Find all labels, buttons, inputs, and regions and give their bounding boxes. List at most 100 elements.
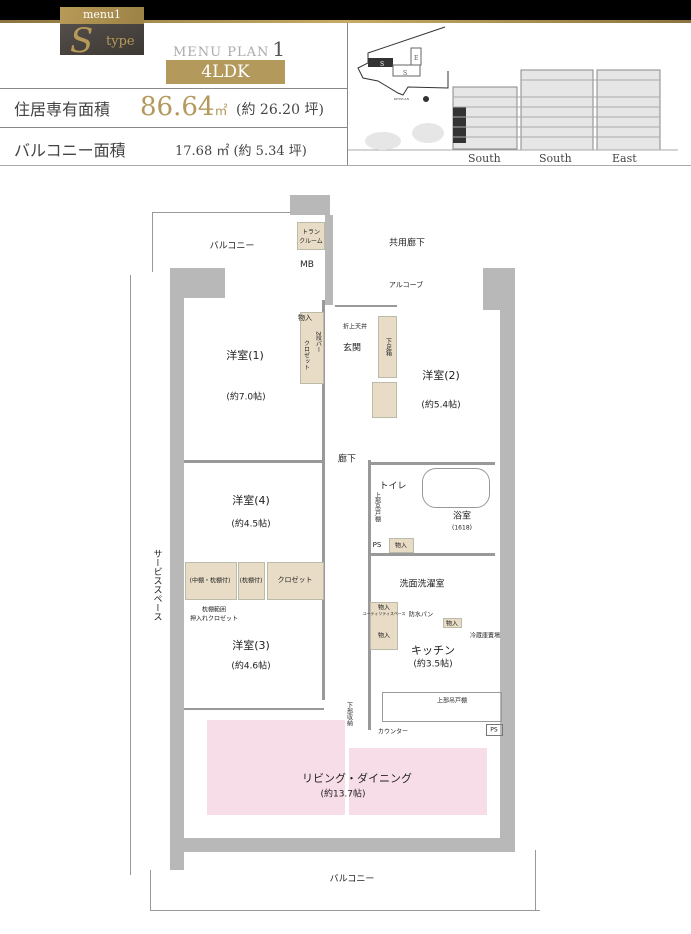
keyplan-building-s-highlight: [368, 58, 393, 67]
label-room4-size: (約4.5帖): [231, 519, 271, 530]
closet-room4: [267, 562, 324, 600]
label-room3: 洋室(3): [232, 639, 270, 652]
shoe-box: [378, 316, 397, 378]
label-ld-size: (約13.7帖): [320, 789, 366, 800]
label-kitchen-size: (約3.5帖): [413, 659, 453, 670]
elevation-building: [596, 69, 661, 151]
keyplan-e: E: [414, 55, 418, 62]
keyplan-s2: S: [403, 70, 407, 77]
label-shoe-box: 下足箱: [384, 338, 392, 356]
label-raised-ceiling: 折上天井: [342, 323, 368, 331]
direction-3: East: [612, 152, 637, 165]
divider: [0, 127, 347, 128]
label-fridge: 冷蔵庫置場: [469, 632, 501, 640]
living-area-value: 86.64㎡: [140, 92, 228, 122]
label-storage-bath: 物入: [394, 542, 408, 550]
closet-room1: [300, 312, 324, 384]
label-closet-room4: クロゼット: [277, 576, 313, 584]
label-shared-corridor: 共用廊下: [388, 238, 426, 249]
label-room2: 洋室(2): [422, 369, 460, 382]
ps-box: [486, 724, 503, 736]
elevation-unit-highlight: [453, 107, 466, 143]
label-oshiire-closet: 押入れクロゼット: [189, 615, 239, 623]
label-entrance: 玄関: [342, 343, 362, 354]
storage-utility: [370, 602, 398, 650]
label-bath: 浴室: [452, 511, 472, 522]
badge-letter: S: [70, 21, 94, 55]
label-balcony-top: バルコニー: [209, 241, 255, 252]
label-upper-shelf: 上部吊戸棚: [373, 492, 381, 522]
ld-highlight: [349, 748, 487, 815]
label-counter: カウンター: [377, 728, 409, 736]
type-badge: menu1 S type: [60, 7, 144, 55]
column: [170, 268, 225, 298]
label-washroom: 洗面洗濯室: [399, 579, 445, 590]
label-room1: 洋室(1): [226, 349, 264, 362]
label-utility: ユーティリティスペース: [362, 611, 406, 616]
label-lower-storage: 下部収納: [345, 702, 353, 726]
badge-type: type: [106, 34, 135, 49]
keyplan-label: KEYPLAN: [394, 97, 410, 101]
trunk-room: [297, 222, 325, 250]
balcony-area-value: 17.68 ㎡ (約 5.34 坪): [175, 144, 307, 159]
label-two-bar: 2段バー: [314, 331, 322, 353]
closet-room3b: [238, 562, 265, 600]
label-upper-shelf-kitchen: 上部吊戸棚: [436, 697, 468, 705]
divider: [0, 88, 347, 89]
exterior-wall: [170, 838, 515, 852]
label-storage: 物入: [298, 314, 312, 322]
label-storage-utility: 物入: [377, 604, 391, 612]
bathtub: [422, 468, 490, 508]
label-trunk-room: トランクルーム: [299, 229, 323, 245]
kitchen-counter: [382, 692, 502, 722]
label-bath-size: (1618): [452, 524, 472, 532]
badge-menu: menu1: [60, 7, 144, 24]
label-pillow-shelf: (枕棚付): [239, 577, 263, 585]
divider: [347, 23, 348, 165]
exterior-wall: [170, 298, 184, 870]
direction-1: South: [468, 152, 501, 165]
living-area-tsubo: (約 26.20 坪): [236, 102, 324, 118]
label-room3-size: (約4.6帖): [231, 661, 271, 672]
gold-divider: [0, 20, 691, 23]
label-room1-size: (約7.0帖): [226, 392, 266, 403]
label-service-space: サービススペース: [151, 549, 162, 621]
north-icon: [423, 96, 429, 102]
label-balcony-bottom: バルコニー: [329, 874, 375, 885]
column: [483, 268, 515, 310]
menu-plan-number: 1: [272, 37, 287, 61]
label-ps-kitchen: PS: [490, 726, 498, 734]
label-alcove: アルコーブ: [388, 281, 424, 289]
label-toilet: トイレ: [379, 481, 407, 492]
divider: [0, 165, 691, 166]
balcony-area-label: バルコニー面積: [14, 141, 126, 160]
living-area-label: 住居専有面積: [14, 100, 111, 119]
label-shelf-hanger: (中棚・枕棚付): [189, 577, 231, 585]
label-waterproof-pan: 防水パン: [408, 611, 434, 619]
menu-plan-label: MENU PLAN: [173, 45, 270, 60]
ld-highlight: [207, 720, 345, 815]
label-pillow-range: 枕棚範囲: [201, 606, 227, 614]
label-living-dining: リビング・ダイニング: [302, 772, 412, 785]
label-closet: クロゼット: [302, 340, 310, 370]
layout-type: 4LDK: [166, 60, 285, 84]
keyplan-elevation: S S E KEYPLAN: [348, 26, 678, 151]
storage-bath: [389, 538, 414, 553]
keyplan-s1: S: [380, 61, 384, 68]
exterior-wall: [500, 310, 515, 850]
elevation-building: [520, 69, 594, 151]
label-room2-size: (約5.4帖): [421, 400, 461, 411]
label-ps: PS: [372, 541, 382, 549]
label-kitchen: キッチン: [411, 644, 455, 657]
label-room4: 洋室(4): [232, 494, 270, 507]
label-storage-kitchen: 物入: [445, 620, 459, 628]
closet-room2: [372, 382, 397, 418]
direction-2: South: [539, 152, 572, 165]
closet-room3: [185, 562, 237, 600]
label-storage-2: 物入: [377, 632, 391, 640]
top-bar: [0, 0, 691, 20]
label-hallway: 廊下: [337, 454, 357, 465]
label-mb: MB: [300, 260, 314, 270]
storage-kitchen: [443, 618, 462, 628]
